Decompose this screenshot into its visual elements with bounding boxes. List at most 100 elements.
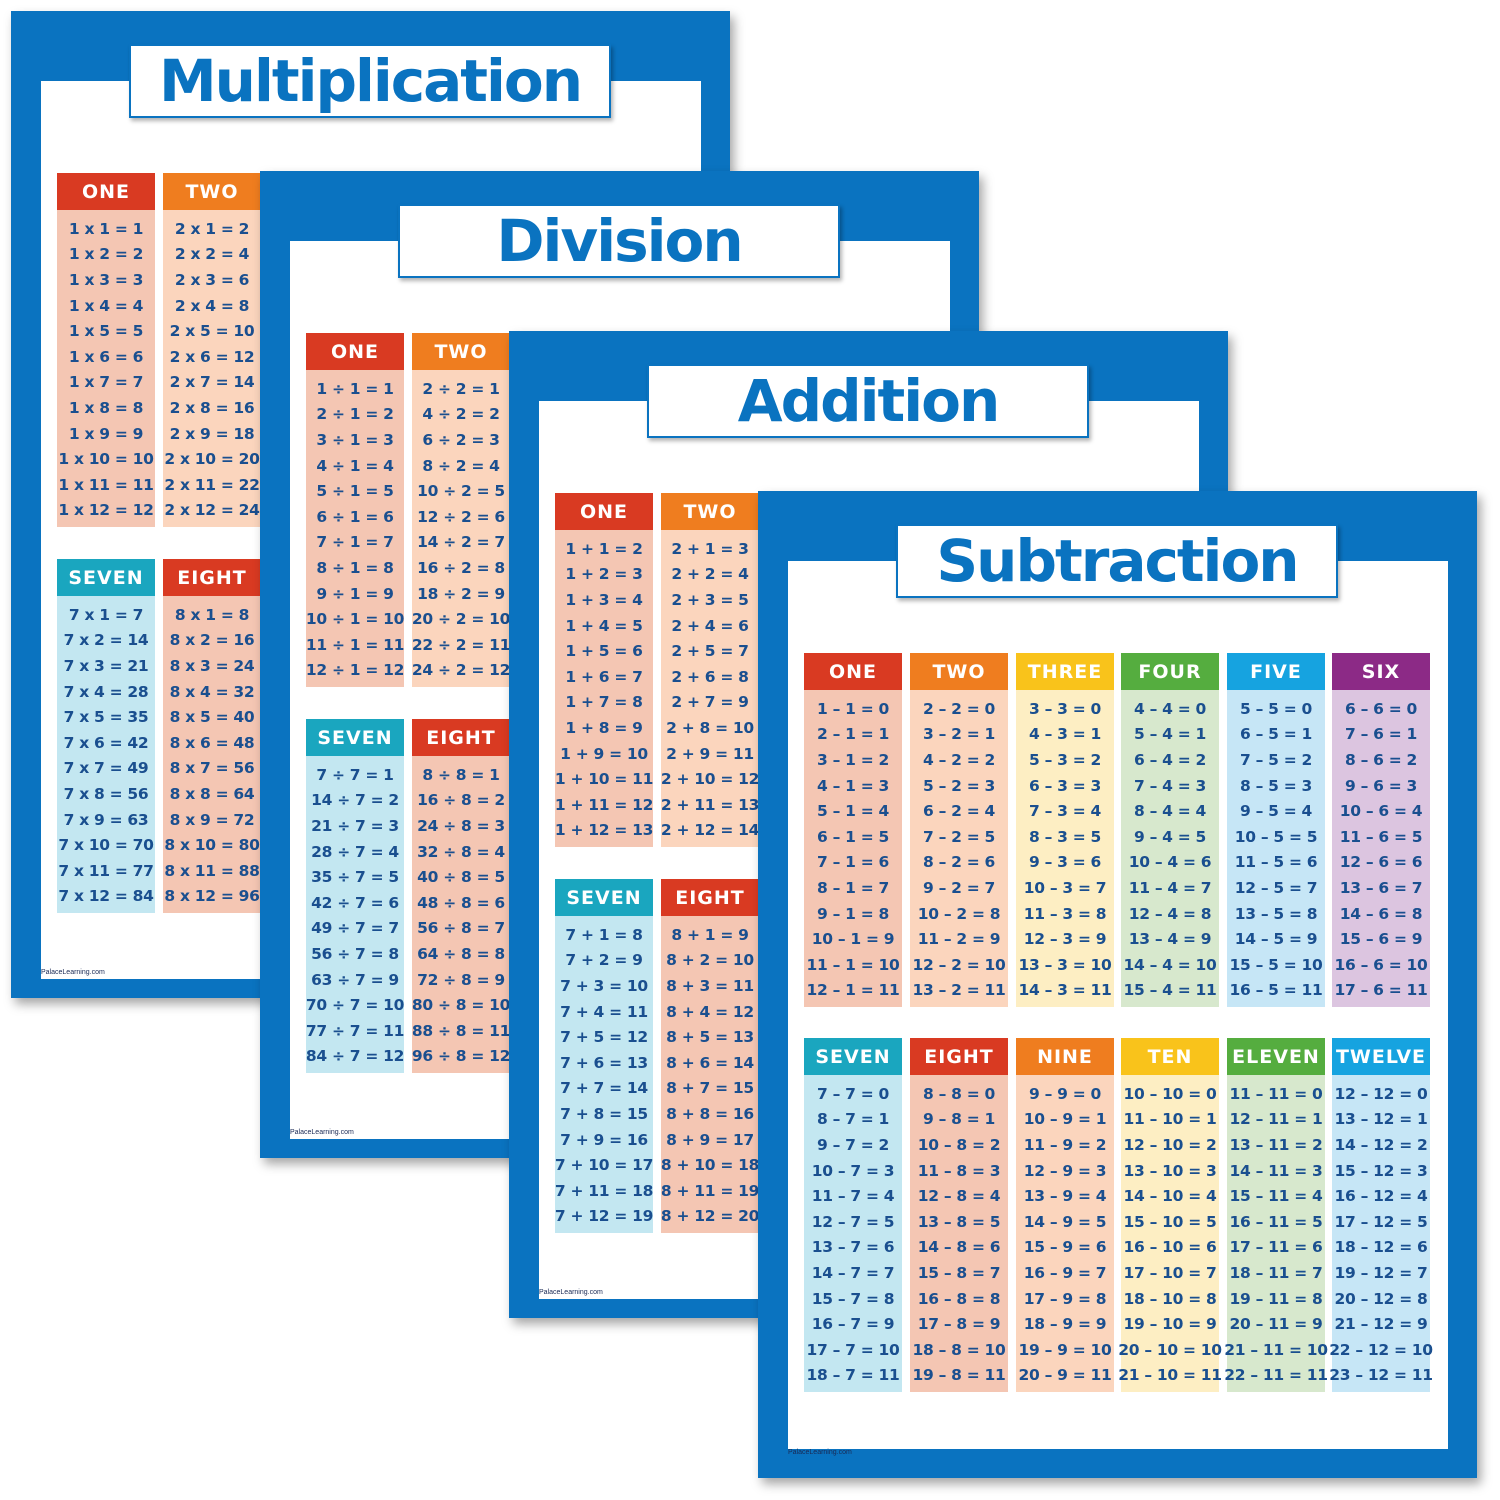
equation-row: 11 – 2 = 9: [917, 930, 1001, 949]
equation-row: 14 – 10 = 4: [1123, 1187, 1217, 1206]
equation-row: 11 – 8 = 3: [917, 1161, 1001, 1180]
equation-row: 17 – 6 = 11: [1334, 981, 1428, 1000]
equation-row: 2 ÷ 1 = 2: [316, 405, 394, 424]
equation-row: 14 – 11 = 3: [1229, 1161, 1323, 1180]
equation-row: 19 – 11 = 8: [1229, 1289, 1323, 1308]
equation-row: 2 + 11 = 13: [660, 795, 760, 814]
equation-row: 14 – 7 = 7: [811, 1263, 895, 1282]
equation-row: 1 – 1 = 0: [817, 699, 889, 718]
equation-row: 19 – 10 = 9: [1123, 1315, 1217, 1334]
equation-row: 21 ÷ 7 = 3: [311, 816, 399, 835]
equation-row: 9 ÷ 1 = 9: [316, 584, 394, 603]
equation-row: 8 – 2 = 6: [923, 853, 995, 872]
equation-row: 7 + 5 = 12: [560, 1028, 648, 1047]
equation-row: 7 + 9 = 16: [560, 1130, 648, 1149]
equation-row: 20 – 10 = 10: [1118, 1340, 1222, 1359]
equation-row: 1 ÷ 1 = 1: [316, 379, 394, 398]
equation-row: 1 x 7 = 7: [68, 373, 144, 392]
equation-row: 12 – 2 = 10: [912, 955, 1006, 974]
equation-row: 7 – 7 = 0: [817, 1084, 889, 1103]
equation-row: 18 ÷ 2 = 9: [417, 584, 505, 603]
equation-row: 2 + 3 = 5: [671, 590, 749, 609]
equation-row: 4 – 1 = 3: [817, 776, 889, 795]
equation-row: 1 + 9 = 10: [560, 744, 648, 763]
equation-row: 15 – 10 = 5: [1123, 1212, 1217, 1231]
equation-row: 14 – 9 = 5: [1023, 1212, 1107, 1231]
equation-row: 1 + 1 = 2: [565, 539, 643, 558]
equation-row: 72 ÷ 8 = 9: [417, 970, 505, 989]
equation-row: 2 + 7 = 9: [671, 693, 749, 712]
equation-row: 20 – 9 = 11: [1018, 1366, 1112, 1385]
equation-row: 8 – 6 = 2: [1345, 750, 1417, 769]
equation-row: 19 – 12 = 7: [1334, 1263, 1428, 1282]
equation-row: 7 + 4 = 11: [560, 1002, 648, 1021]
equation-row: 13 – 11 = 2: [1229, 1135, 1323, 1154]
equation-row: 11 – 5 = 6: [1234, 853, 1318, 872]
equation-row: 4 ÷ 1 = 4: [316, 456, 394, 475]
equation-row: 3 – 1 = 2: [817, 750, 889, 769]
equation-row: 7 + 3 = 10: [560, 976, 648, 995]
equation-row: 7 x 11 = 77: [58, 861, 154, 880]
equation-row: 7 + 11 = 18: [554, 1181, 654, 1200]
poster-title-box: Multiplication: [129, 44, 611, 118]
equation-row: 9 – 6 = 3: [1345, 776, 1417, 795]
equation-row: 14 ÷ 7 = 2: [311, 791, 399, 810]
equation-row: 8 – 8 = 0: [923, 1084, 995, 1103]
equation-row: 5 – 2 = 3: [923, 776, 995, 795]
equation-row: 15 – 11 = 4: [1229, 1187, 1323, 1206]
equation-row: 2 – 2 = 0: [923, 699, 995, 718]
equation-row: 8 + 9 = 17: [666, 1130, 754, 1149]
equation-row: 1 x 11 = 11: [58, 475, 154, 494]
poster-title-box: Addition: [647, 364, 1089, 438]
equation-row: 7 – 5 = 2: [1240, 750, 1312, 769]
poster-title: Division: [496, 207, 743, 275]
equation-row: 1 + 2 = 3: [565, 565, 643, 584]
equation-row: 7 – 6 = 1: [1345, 725, 1417, 744]
equation-row: 19 – 9 = 10: [1018, 1340, 1112, 1359]
equation-row: 14 – 8 = 6: [917, 1238, 1001, 1257]
equation-row: 7 – 1 = 6: [817, 853, 889, 872]
column-header: FOUR: [1121, 653, 1219, 690]
equation-row: 7 ÷ 7 = 1: [316, 765, 394, 784]
equation-row: 10 – 8 = 2: [917, 1135, 1001, 1154]
equation-row: 8 x 9 = 72: [169, 810, 255, 829]
column-header: TEN: [1121, 1038, 1219, 1075]
equation-row: 11 ÷ 1 = 11: [305, 635, 405, 654]
equation-row: 64 ÷ 8 = 8: [417, 944, 505, 963]
poster-title-box: Subtraction: [896, 524, 1338, 598]
equation-row: 7 x 10 = 70: [58, 836, 154, 855]
equation-row: 8 + 11 = 19: [660, 1181, 760, 1200]
equation-row: 1 x 12 = 12: [58, 501, 154, 520]
equation-row: 15 – 12 = 3: [1334, 1161, 1428, 1180]
equation-row: 10 – 7 = 3: [811, 1161, 895, 1180]
equation-row: 22 ÷ 2 = 11: [411, 635, 511, 654]
equation-row: 2 + 6 = 8: [671, 667, 749, 686]
column-header: TWELVE: [1332, 1038, 1430, 1075]
equation-row: 15 – 5 = 10: [1229, 955, 1323, 974]
equation-row: 10 ÷ 2 = 5: [417, 482, 505, 501]
equation-row: 2 + 10 = 12: [660, 770, 760, 789]
equation-row: 2 x 12 = 24: [164, 501, 260, 520]
equation-row: 12 – 12 = 0: [1334, 1084, 1428, 1103]
equation-row: 20 – 11 = 9: [1229, 1315, 1323, 1334]
equation-row: 18 – 10 = 8: [1123, 1289, 1217, 1308]
equation-row: 8 x 7 = 56: [169, 759, 255, 778]
equation-row: 19 – 8 = 11: [912, 1366, 1006, 1385]
equation-row: 8 – 5 = 3: [1240, 776, 1312, 795]
equation-row: 10 – 4 = 6: [1128, 853, 1212, 872]
equation-row: 17 – 8 = 9: [917, 1315, 1001, 1334]
equation-row: 7 x 7 = 49: [63, 759, 149, 778]
equation-row: 8 ÷ 8 = 1: [422, 765, 500, 784]
equation-row: 63 ÷ 7 = 9: [311, 970, 399, 989]
equation-row: 7 + 2 = 9: [565, 951, 643, 970]
